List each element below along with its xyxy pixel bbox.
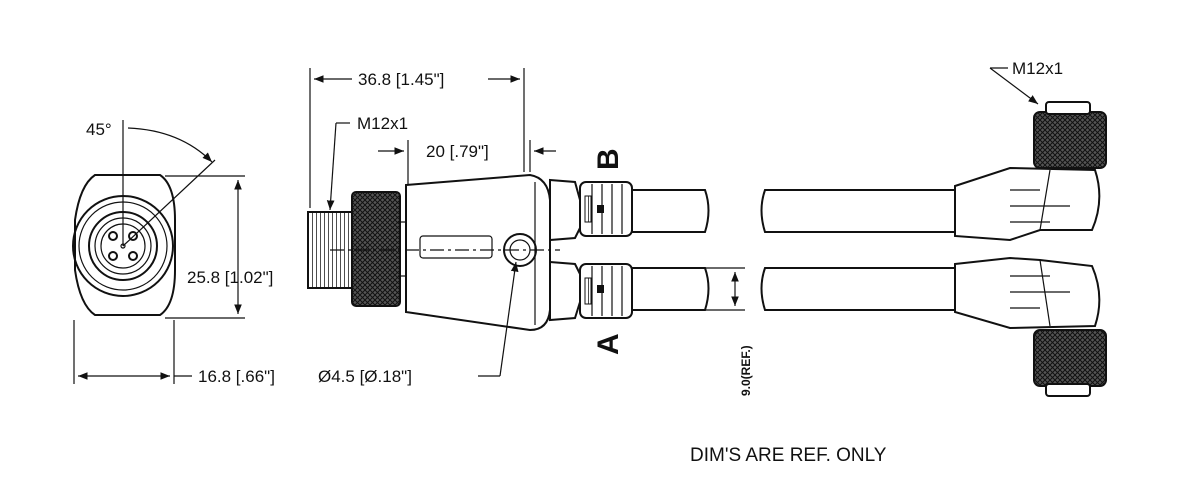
ref-dimension xyxy=(705,267,745,311)
splitter-body xyxy=(307,173,710,332)
reference-note: DIM'S ARE REF. ONLY xyxy=(690,445,887,466)
length-dimension xyxy=(309,68,525,208)
angle-label: 45° xyxy=(86,120,112,139)
width-dimension xyxy=(73,320,192,384)
height-dimension xyxy=(165,175,245,319)
port-b-label: B xyxy=(592,148,625,170)
hole-label: Ø4.5 [Ø.18"] xyxy=(318,367,412,386)
height-label: 25.8 [1.02"] xyxy=(187,268,273,287)
thread-left-label: M12x1 xyxy=(357,114,408,133)
ref-label: 9.0(REF.) xyxy=(739,345,753,396)
port-a-label: A xyxy=(592,333,625,355)
length-label: 36.8 [1.45"] xyxy=(358,70,444,89)
offset-dimension xyxy=(378,140,556,185)
thread-right-label: M12x1 xyxy=(1012,59,1063,78)
width-label: 16.8 [.66"] xyxy=(198,367,275,386)
end-view xyxy=(72,120,216,316)
right-connectors xyxy=(760,101,1107,397)
offset-label: 20 [.79"] xyxy=(426,142,489,161)
